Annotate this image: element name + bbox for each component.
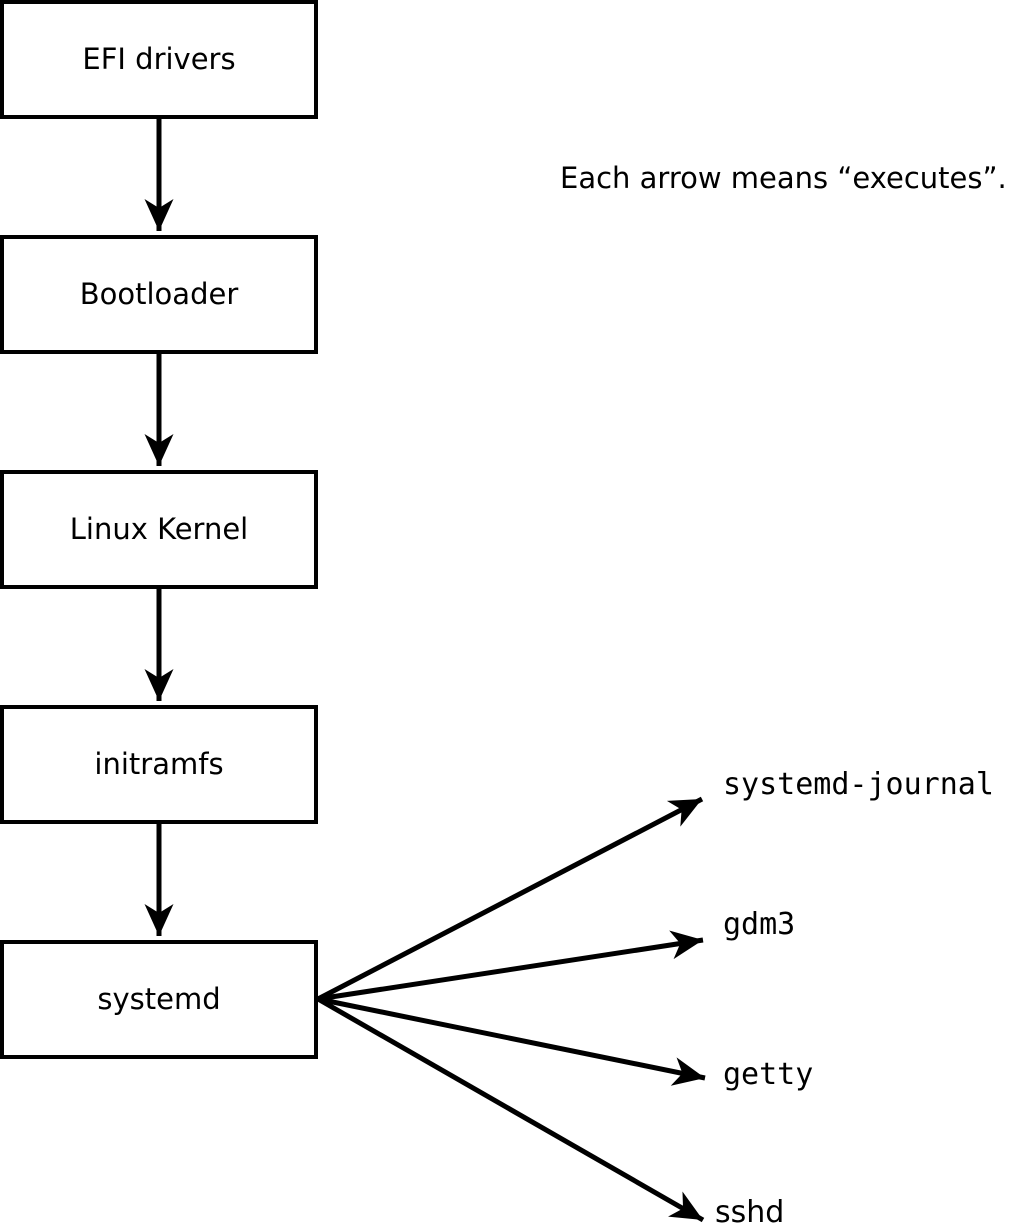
process-label-sshd: sshd [715,1195,785,1230]
arrow-systemd-to-getty [317,996,706,1086]
node-linux-kernel: Linux Kernel [0,470,318,589]
legend-note: Each arrow means “executes”. [560,161,1007,195]
node-initramfs: initramfs [0,705,318,824]
arrow-systemd-to-gdm3 [317,930,704,1002]
node-bootloader: Bootloader [0,235,318,354]
process-label-getty: getty [723,1057,814,1092]
node-label: EFI drivers [82,42,236,76]
node-systemd: systemd [0,940,318,1059]
node-label: initramfs [94,747,224,781]
node-label: Linux Kernel [69,512,249,546]
node-label: systemd [97,982,221,1016]
process-label-systemd-journal: systemd-journal [723,767,994,802]
arrow-systemd-to-systemd-journal [316,796,704,1002]
process-label-gdm3: gdm3 [723,907,796,942]
node-efi-drivers: EFI drivers [0,0,318,119]
arrow-systemd-to-sshd [316,996,705,1223]
node-label: Bootloader [79,277,239,311]
